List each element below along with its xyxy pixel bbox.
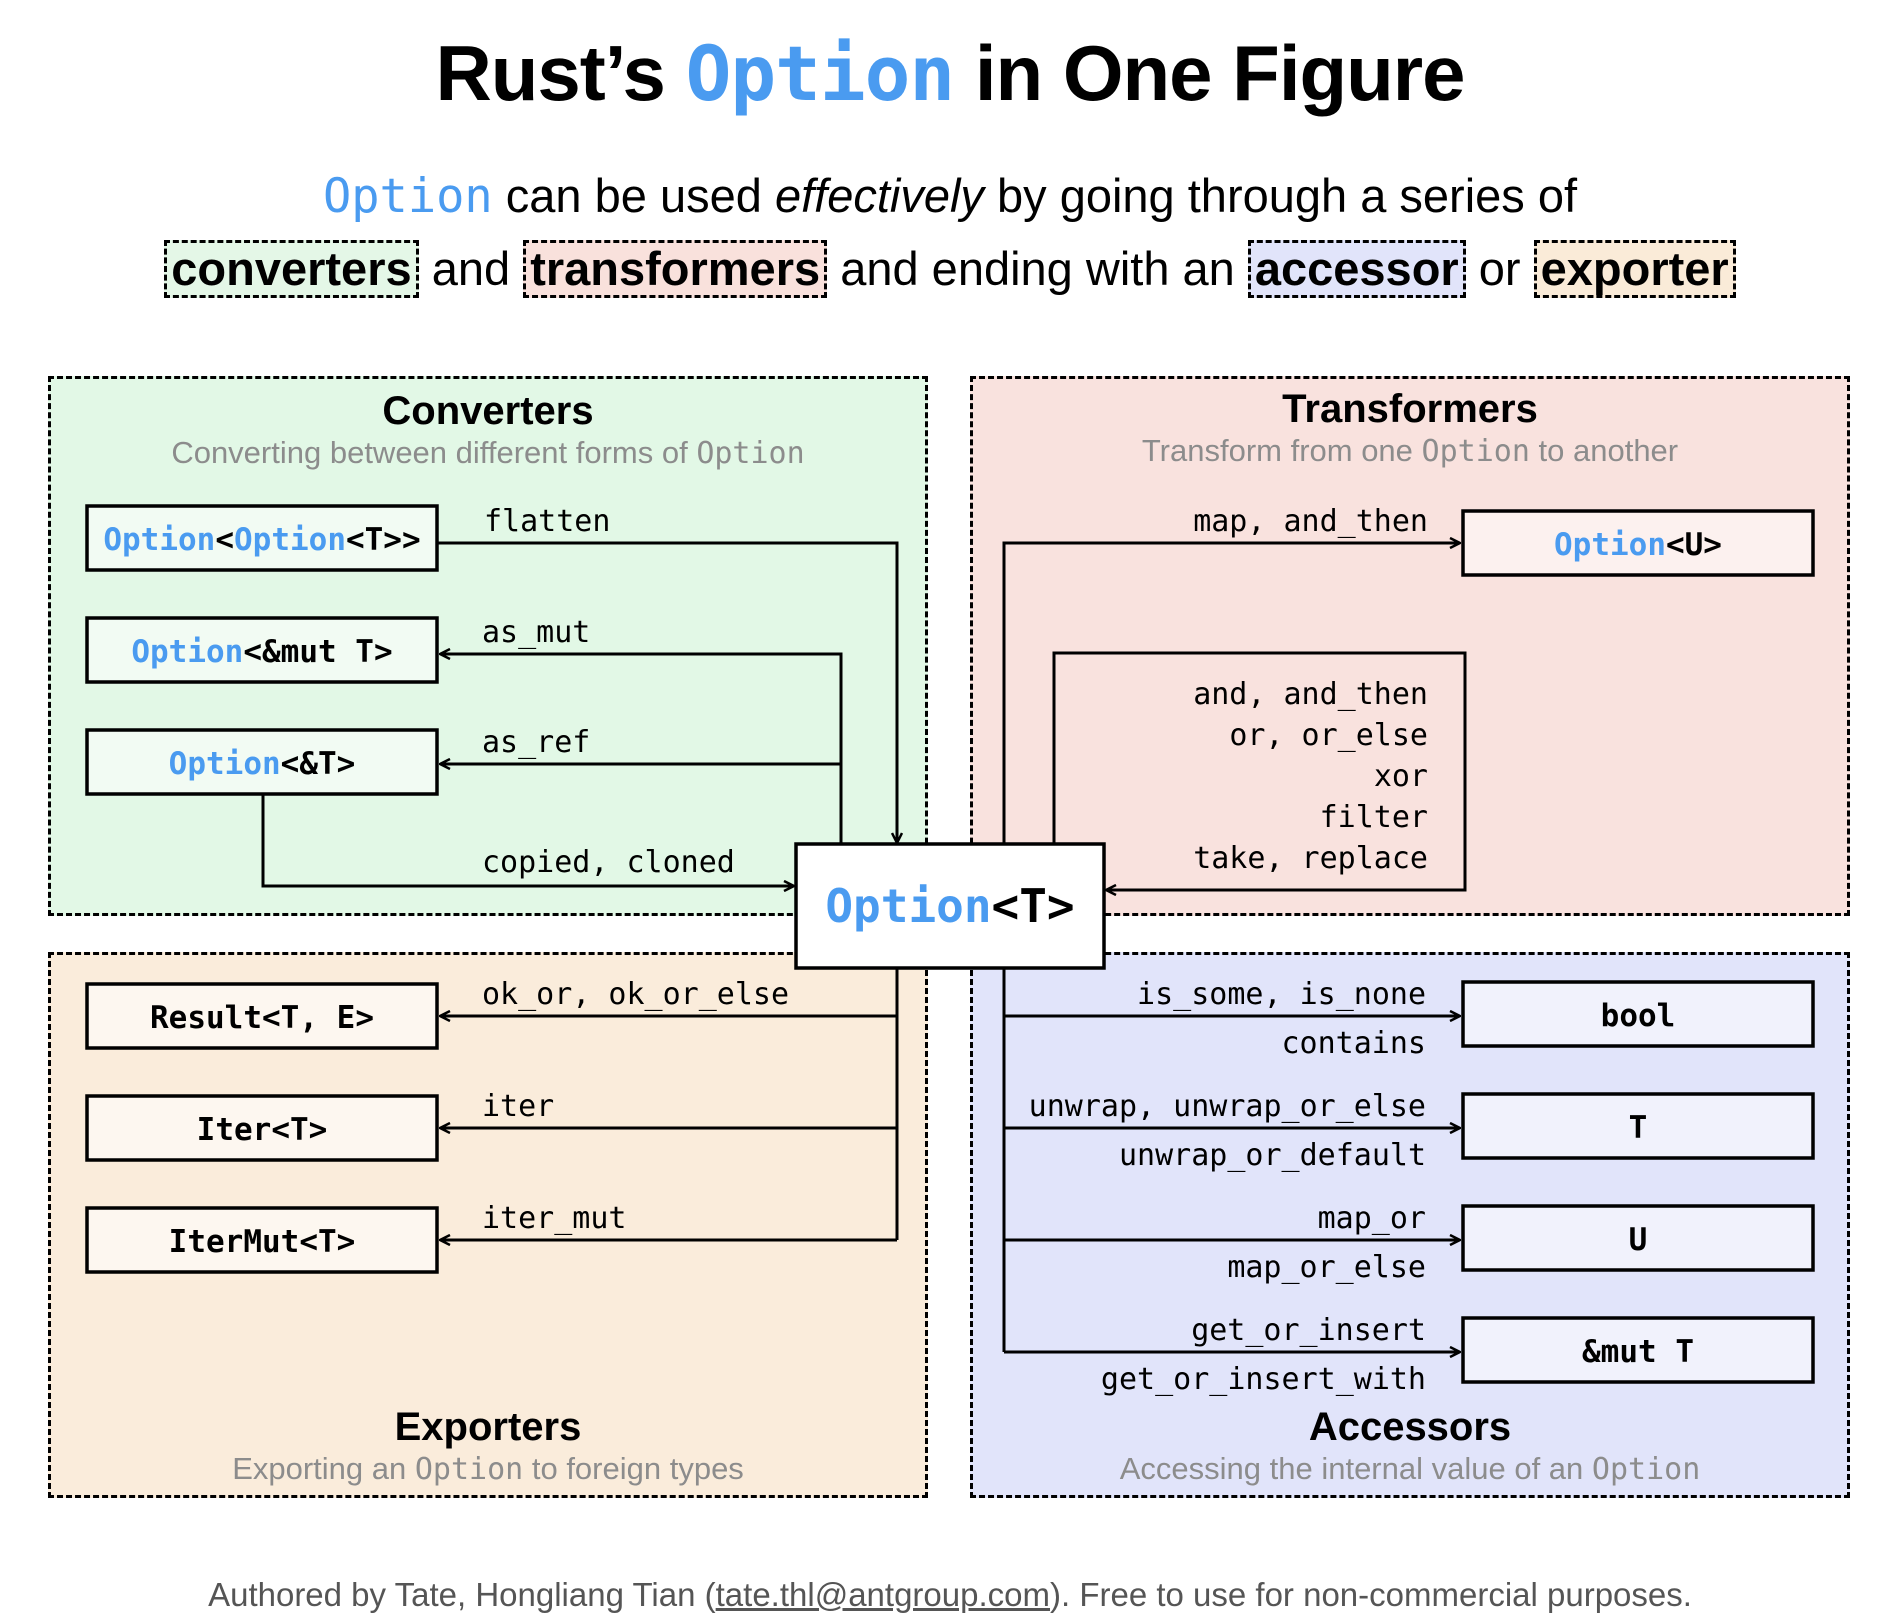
title-code: Option [685,29,956,118]
svg-text:Result<T, E>: Result<T, E> [150,1000,374,1036]
iter-mut-box: IterMut<T> [85,1206,439,1274]
converters-tag: converters [164,240,419,298]
as-ref-label: as_ref [482,725,590,760]
exporter-tag: exporter [1533,240,1736,298]
copied-cloned-label: copied, cloned [482,845,735,880]
flatten-label: flatten [484,504,610,539]
svg-text:Option<U>: Option<U> [1554,527,1722,563]
accessors-desc-code: Option [1591,1452,1701,1487]
result-box: Result<T, E> [85,982,439,1050]
is-some-label: is_some, is_none [1137,977,1426,1012]
map-and-then-label: map, and_then [1193,504,1428,539]
exporters-desc-code: Option [414,1452,524,1487]
svg-text:Iter<T>: Iter<T> [197,1112,328,1148]
iter-mut-label: iter_mut [482,1201,627,1236]
flatten-arrow [437,541,897,843]
and-and-then-label: and, and_then [1193,677,1428,712]
contains-label: contains [1282,1026,1427,1061]
transform-loop-arrow [1052,651,1467,890]
subtitle-emphasis: effectively [774,169,984,222]
svg-text:Option<&mut T>: Option<&mut T> [131,634,392,670]
map-and-then-arrow [1002,543,1460,844]
transformers-tag: transformers [523,240,828,298]
unwrap-or-default-label: unwrap_or_default [1119,1138,1426,1173]
subtitle-text: can be used [492,169,775,222]
iter-box: Iter<T> [85,1094,439,1162]
svg-text:&mut T: &mut T [1582,1334,1694,1370]
bool-box: bool [1461,980,1815,1048]
map-or-label: map_or [1318,1201,1426,1236]
option-mut-box: Option<&mut T> [85,616,439,684]
or-or-else-label: or, or_else [1229,718,1428,753]
title-text: Rust’s [435,29,686,117]
footer-credit: Authored by Tate, Hongliang Tian (tate.t… [0,1576,1900,1614]
accessor-tag: accessor [1247,240,1466,298]
svg-text:U: U [1629,1222,1648,1258]
mut-t-box: &mut T [1461,1316,1815,1384]
converters-title: Converters [382,389,594,433]
exporters-desc-text: Exporting an [232,1451,415,1486]
as-mut-arrow [440,654,843,844]
transformers-panel: Transformers Transform from one Option t… [970,376,1850,916]
accessors-desc-text: Accessing the internal value of an [1119,1451,1592,1486]
accessors-desc: Accessing the internal value of an Optio… [973,1451,1847,1487]
subtitle-and-ending: and ending with an [840,242,1235,295]
u-box: U [1461,1204,1815,1272]
svg-text:Option<T>: Option<T> [825,879,1074,933]
t-box: T [1461,1092,1815,1160]
iter-label: iter [482,1089,554,1124]
svg-text:bool: bool [1601,998,1676,1034]
xor-label: xor [1374,759,1428,794]
converters-desc: Converting between different forms of Op… [51,435,925,471]
as-mut-label: as_mut [482,615,590,650]
exporters-title: Exporters [394,1405,582,1449]
transformers-desc: Transform from one Option to another [973,433,1847,469]
option-option-box: Option<Option<T>> [85,504,439,572]
accessors-title: Accessors [1308,1405,1512,1449]
footer-text: Authored by Tate, Hongliang Tian ( [208,1576,716,1613]
transformers-desc-code: Option [1421,434,1530,469]
unwrap-label: unwrap, unwrap_or_else [1029,1089,1426,1124]
subtitle-or: or [1478,242,1521,295]
subtitle-text-2: by going through a series of [983,169,1578,222]
map-or-else-label: map_or_else [1227,1250,1426,1285]
transformers-title: Transformers [1282,387,1538,431]
option-ref-box: Option<&T> [85,728,439,796]
svg-text:Option<&T>: Option<&T> [169,746,356,782]
get-or-insert-with-label: get_or_insert_with [1101,1362,1426,1397]
subtitle-and: and [431,242,511,295]
exporters-desc: Exporting an Option to foreign types [51,1451,925,1487]
transformers-desc-text: Transform from one [1141,433,1422,468]
subtitle-line-2: converters and transformers and ending w… [0,240,1900,298]
page-title: Rust’s Option in One Figure [0,28,1900,119]
svg-text:T: T [1629,1110,1648,1146]
option-t-box: Option<T> [794,842,1106,970]
subtitle-code: Option [322,169,493,224]
take-replace-label: take, replace [1193,841,1428,876]
ok-or-label: ok_or, ok_or_else [482,977,789,1012]
footer-email-link[interactable]: tate.thl@antgroup.com [715,1576,1050,1613]
converters-desc-text: Converting between different forms of [171,435,697,470]
get-or-insert-label: get_or_insert [1191,1313,1426,1348]
transformers-desc-text-end: to another [1529,433,1679,468]
option-u-box: Option<U> [1461,509,1815,577]
converters-desc-code: Option [696,436,805,471]
svg-text:Option<Option<T>>: Option<Option<T>> [103,522,420,558]
subtitle-line-1: Option can be used effectively by going … [0,168,1900,224]
svg-text:IterMut<T>: IterMut<T> [169,1224,356,1260]
footer-text-end: ). Free to use for non-commercial purpos… [1050,1576,1692,1613]
exporters-desc-text-end: to foreign types [523,1451,744,1486]
copied-cloned-arrow [261,794,794,886]
title-text-end: in One Figure [954,29,1466,117]
filter-label: filter [1320,800,1428,835]
